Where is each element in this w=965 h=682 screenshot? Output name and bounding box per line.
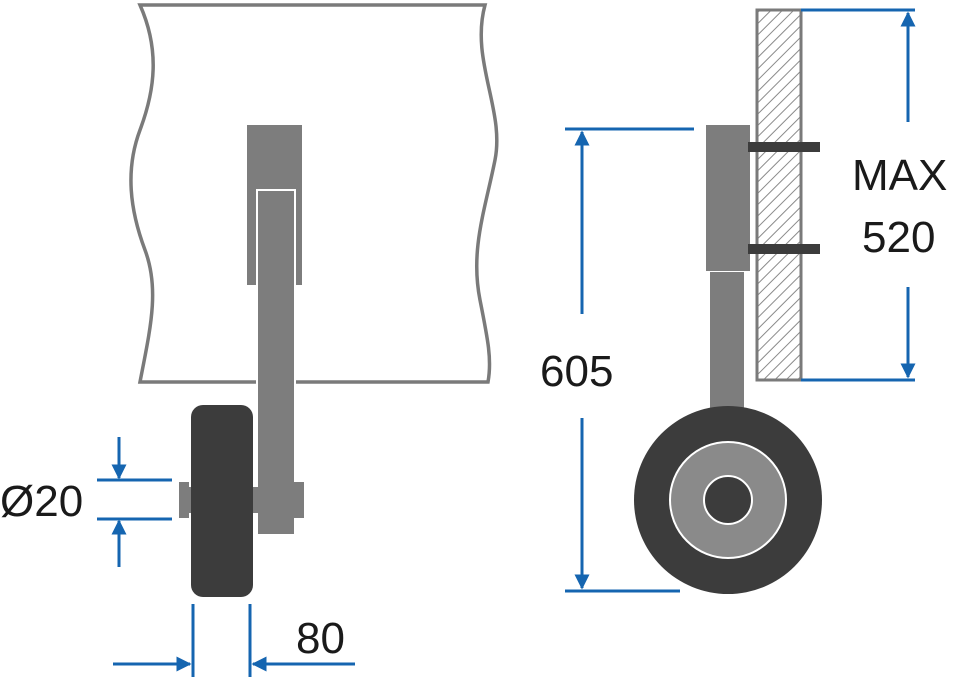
mount-bracket-side [706, 125, 750, 271]
clamp-bolt-top [748, 142, 820, 152]
wheel-leg-front [256, 189, 296, 536]
transom-max-label-line2: 520 [862, 213, 935, 262]
wheel-leg-side [710, 272, 744, 412]
axle-stub-left [179, 482, 189, 518]
wheel-width-label: 80 [296, 614, 345, 663]
total-height-label: 605 [540, 347, 613, 396]
transom-section [755, 8, 803, 382]
axle-stub-right [294, 482, 304, 518]
clamp-bolt-bottom [748, 244, 820, 254]
transom-outline-front [129, 3, 499, 384]
axle-diameter-label: Ø20 [0, 477, 83, 526]
hub-center [703, 475, 753, 525]
transom-max-label-line1: MAX [852, 151, 947, 200]
tire-front [191, 405, 253, 597]
